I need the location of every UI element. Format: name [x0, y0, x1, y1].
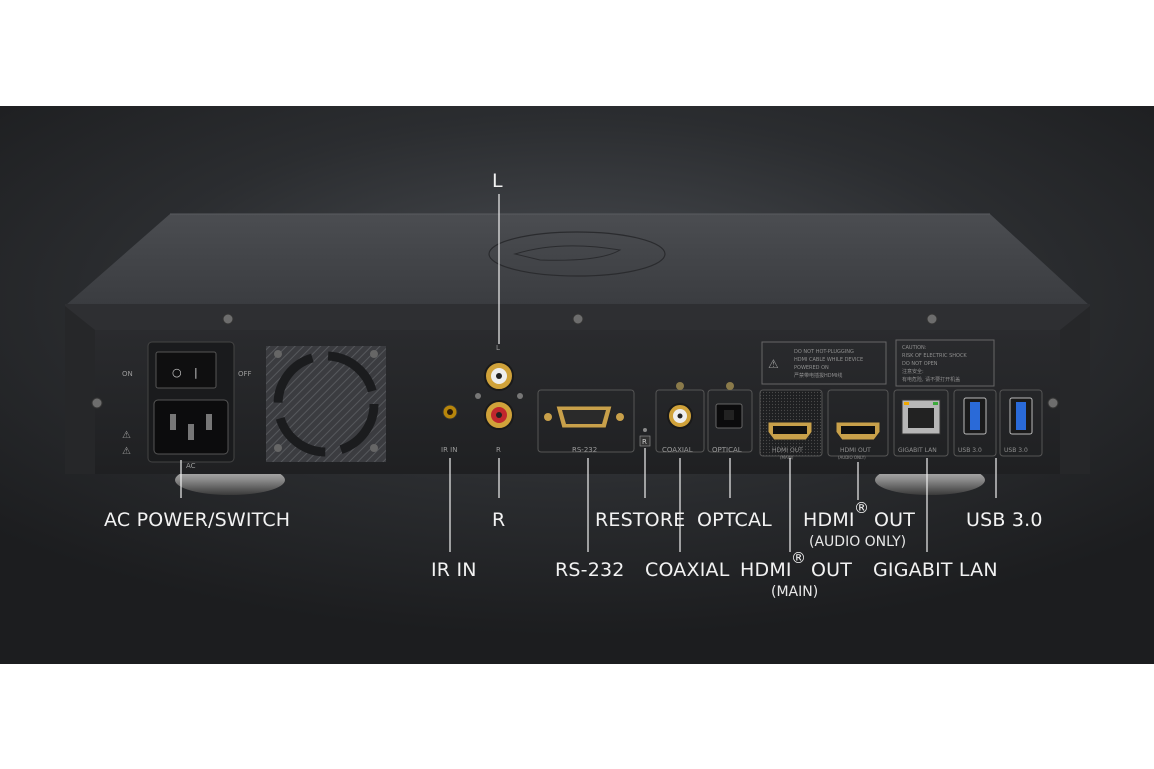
coaxial-text: COAXIAL [662, 446, 693, 454]
screw [926, 313, 938, 325]
callout-optcal: OPTCAL [697, 509, 772, 531]
shock-warning-line: DO NOT OPEN [902, 361, 938, 367]
rs232-text: RS-232 [572, 446, 597, 454]
shock-warning-line: 有电危险, 请不要打开机盖 [902, 376, 960, 383]
usb-frame [953, 389, 997, 457]
screw [222, 313, 234, 325]
warning-triangle-icon: ⚠ [122, 446, 131, 457]
power-rocker-switch[interactable] [155, 351, 217, 389]
lan-text: GIGABIT LAN [898, 447, 937, 454]
hdmi-warning-line: HDMI CABLE WHILE DEVICE [794, 357, 863, 363]
usb-frame [999, 389, 1043, 457]
lan-frame [893, 389, 949, 457]
optical-text: OPTICAL [712, 446, 742, 454]
ir-in-text: IR IN [441, 446, 457, 454]
fan-grille [266, 346, 386, 462]
hdmi-warning-line: 严禁带电插拔HDMI线 [794, 372, 842, 379]
callout-hdmi-audio: HDMI [803, 509, 855, 531]
callout-rs232: RS-232 [555, 559, 625, 581]
callout-hdmi-main-out: OUT [811, 559, 853, 581]
callout-hdmi-audio-out: OUT [874, 509, 916, 531]
callout-hdmi-audio-registered: ® [854, 499, 869, 517]
power-ac-text: AC [186, 462, 196, 470]
hdmi-audio-sub-text: (AUDIO ONLY) [838, 455, 866, 460]
hdmi-audio-text: HDMI OUT [840, 447, 871, 454]
callout-ir-in: IR IN [431, 559, 477, 581]
svg-text:|: | [194, 366, 198, 379]
callout-hdmi-main-registered: ® [791, 549, 806, 567]
callout-ac-power-switch: AC POWER/SWITCH [104, 509, 291, 531]
power-on-text: ON [122, 370, 133, 378]
hdmi-audio-frame [827, 389, 889, 457]
callout-hdmi-audio-sub: (AUDIO ONLY) [809, 534, 907, 550]
shock-warning-line: CAUTION: [902, 345, 927, 351]
top-logo [488, 231, 666, 277]
rs232-frame [537, 389, 635, 453]
device-rear-illustration: ○ | ON OFF AC ⚠ ⚠ IR IN L R RS-232 R COA… [65, 194, 1090, 552]
callout-l: L [492, 170, 503, 192]
callout-restore: RESTORE [595, 509, 686, 531]
callout-r: R [492, 509, 506, 531]
callout-coaxial: COAXIAL [645, 559, 730, 581]
callout-hdmi-main-sub: (MAIN) [771, 584, 819, 600]
warning-triangle-icon: ⚠ [122, 430, 131, 441]
power-off-text: OFF [238, 370, 252, 378]
product-photo-panel: ○ | ON OFF AC ⚠ ⚠ IR IN L R RS-232 R COA… [0, 106, 1154, 664]
callout-gigabit-lan: GIGABIT LAN [873, 559, 998, 581]
screw [572, 313, 584, 325]
svg-text:⚠: ⚠ [768, 357, 779, 371]
shock-warning-line: RISK OF ELECTRIC SHOCK [902, 353, 967, 359]
hdmi-warning-line: POWERED ON [794, 365, 829, 371]
hdmi-warning-line: DO NOT HOT-PLUGGING [794, 349, 854, 355]
hdmi-main-text: HDMI OUT [772, 447, 803, 454]
shock-warning-line: 注意安全: [902, 368, 924, 375]
rca-r-text: R [496, 446, 501, 454]
restore-mark-text: R [642, 438, 647, 446]
hdmi-warning-box [761, 341, 887, 385]
usb1-text: USB 3.0 [958, 447, 982, 454]
callout-lines [180, 194, 997, 552]
callout-usb: USB 3.0 [966, 509, 1043, 531]
shock-warning-box [895, 339, 995, 387]
rca-l-text: L [496, 344, 500, 352]
restore-button[interactable] [643, 428, 647, 432]
svg-text:○: ○ [172, 366, 182, 379]
usb2-text: USB 3.0 [1004, 447, 1028, 454]
hdmi-main-sub-text: (MAIN) [780, 455, 794, 460]
callout-hdmi-main: HDMI [740, 559, 792, 581]
